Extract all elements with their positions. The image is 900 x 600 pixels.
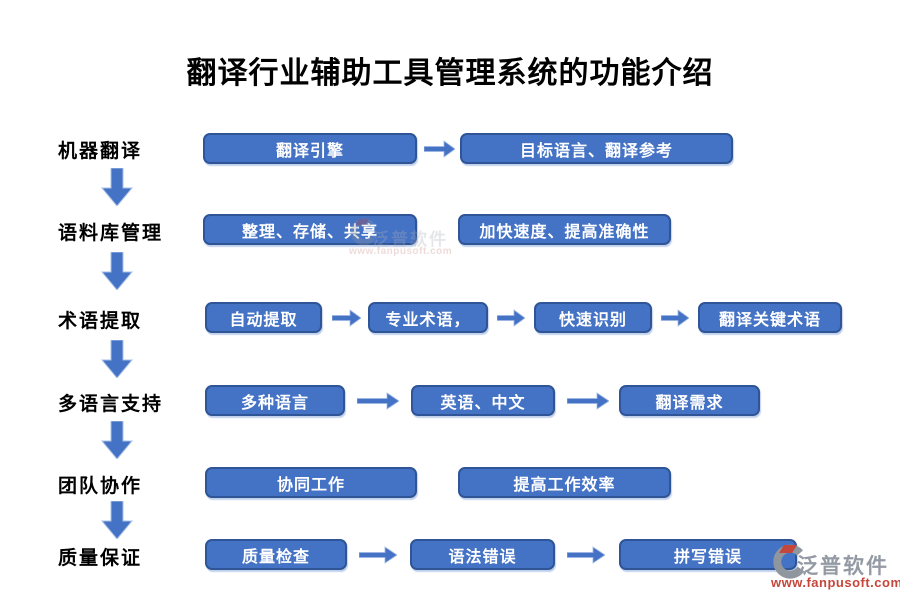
box-target-language: 目标语言、翻译参考 (460, 133, 733, 164)
box-translation-engine: 翻译引擎 (203, 133, 417, 164)
down-arrow-icon (101, 501, 133, 539)
box-english-chinese: 英语、中文 (411, 385, 555, 416)
right-arrow-icon (332, 309, 361, 327)
down-arrow-icon (101, 252, 133, 290)
box-collaborative-work: 协同工作 (205, 467, 417, 498)
watermark-brand: 泛普软件 (372, 230, 448, 249)
watermark-url: www.fanpusoft.com (771, 575, 900, 590)
row-label-quality-assurance: 质量保证 (58, 548, 143, 569)
box-quality-check: 质量检查 (205, 539, 347, 570)
box-translate-key-terms: 翻译关键术语 (698, 302, 842, 333)
right-arrow-icon (497, 309, 525, 327)
right-arrow-icon (357, 392, 399, 410)
box-organize-store-share: 整理、存储、共享 (203, 214, 417, 245)
box-multiple-languages: 多种语言 (205, 385, 345, 416)
right-arrow-icon (567, 546, 605, 564)
box-translation-needs: 翻译需求 (619, 385, 760, 416)
right-arrow-icon (424, 140, 455, 158)
watermark-brand: 泛普软件 (797, 555, 889, 578)
right-arrow-icon (661, 309, 689, 327)
box-speed-accuracy: 加快速度、提高准确性 (458, 214, 671, 245)
row-label-team-collaboration: 团队协作 (58, 476, 143, 497)
down-arrow-icon (101, 340, 133, 378)
page-title: 翻译行业辅助工具管理系统的功能介绍 (186, 57, 714, 90)
right-arrow-icon (359, 546, 397, 564)
row-label-machine-translation: 机器翻译 (58, 141, 143, 162)
box-professional-terms: 专业术语， (368, 302, 488, 333)
row-label-term-extraction: 术语提取 (58, 311, 143, 332)
fanpu-logo-icon (773, 544, 805, 579)
row-label-corpus-management: 语料库管理 (58, 223, 164, 244)
box-spelling-errors: 拼写错误 (619, 539, 797, 570)
watermark-faint: 泛普软件 www.fanpusoft.com (348, 218, 468, 262)
box-auto-extract: 自动提取 (205, 302, 322, 333)
down-arrow-icon (101, 421, 133, 459)
box-grammar-errors: 语法错误 (410, 539, 555, 570)
down-arrow-icon (101, 168, 133, 206)
right-arrow-icon (567, 392, 609, 410)
box-quick-identify: 快速识别 (534, 302, 652, 333)
fanpu-logo-icon (350, 218, 376, 246)
watermark-url: www.fanpusoft.com (349, 246, 453, 257)
box-work-efficiency: 提高工作效率 (458, 467, 671, 498)
watermark-main: 泛普软件 www.fanpusoft.com (770, 544, 900, 594)
row-label-multilingual-support: 多语言支持 (58, 394, 164, 415)
